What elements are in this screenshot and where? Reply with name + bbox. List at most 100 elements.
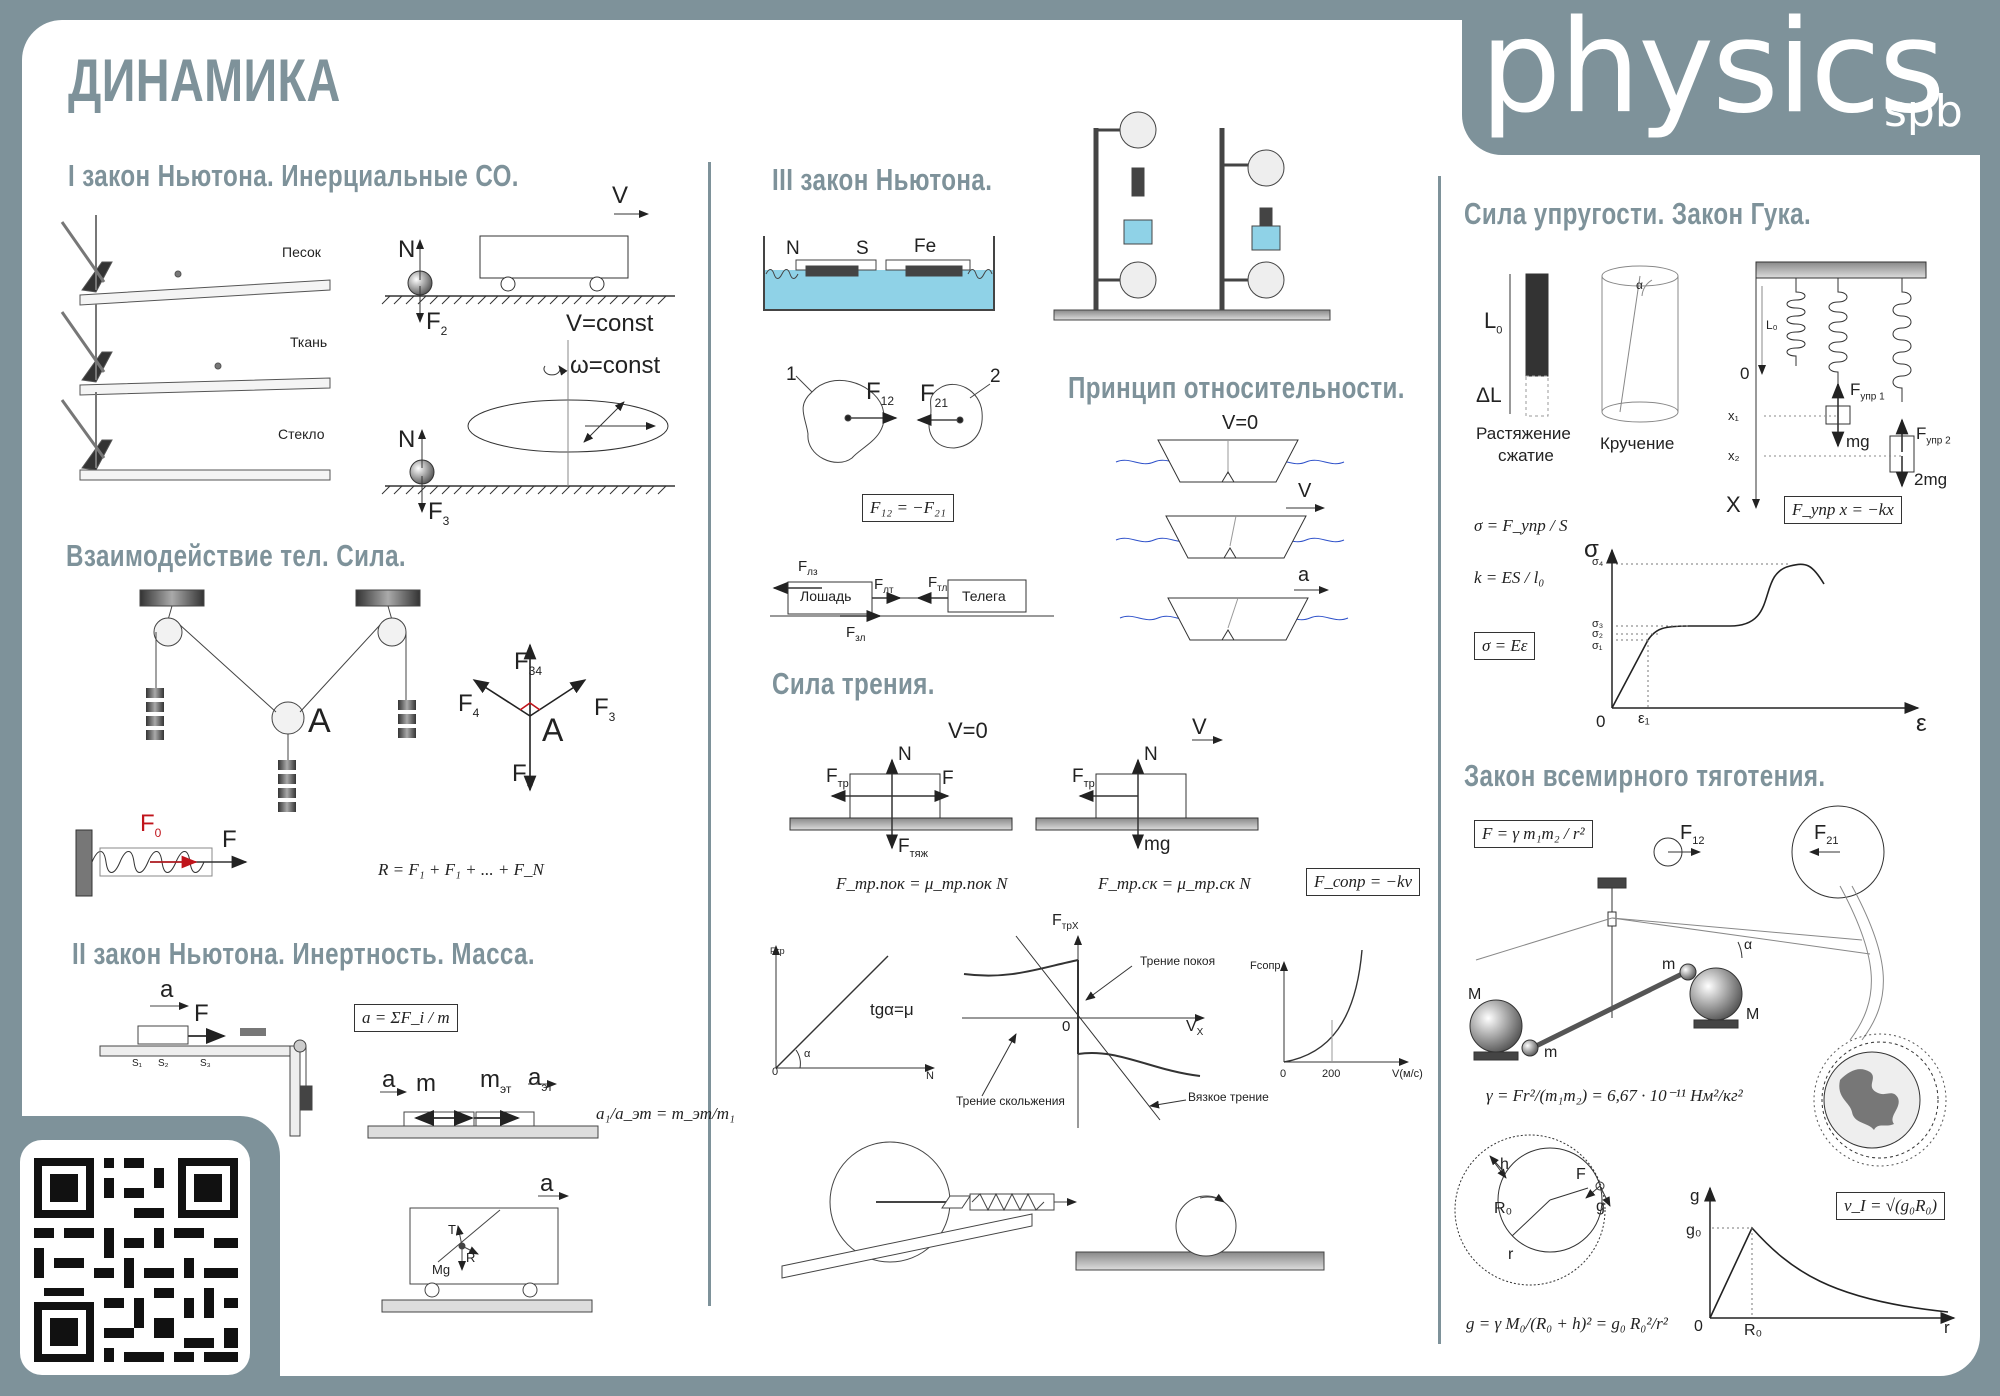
orbit-g-label: g <box>1596 1198 1605 1215</box>
section-title-newton2: II закон Ньютона. Инертность. Масса. <box>72 936 535 971</box>
epsilon-axis-label: ε <box>1916 710 1927 737</box>
newton2-box <box>381 1192 593 1313</box>
v-const-label: V=const <box>566 310 654 337</box>
graph3-200-label: 200 <box>1322 1068 1341 1080</box>
orbit-force-label: F <box>1576 1166 1586 1183</box>
friction-mg-label: mg <box>1144 834 1171 855</box>
normal-force-label-2: N <box>398 426 416 453</box>
column-divider-2 <box>1438 176 1441 1344</box>
elastic-bar <box>1509 273 1549 417</box>
force-fzl-label: Fзл <box>846 624 866 644</box>
friction-graph-3 <box>1280 949 1409 1066</box>
distance-s2: S₂ <box>158 1058 169 1069</box>
two-bodies <box>795 375 991 463</box>
friction-v0-label: V=0 <box>948 718 988 743</box>
column-divider-1 <box>708 162 711 1306</box>
gravity-g-graph <box>1704 1186 1956 1324</box>
newton3-formula: F₁₂ = −F₂₁ <box>862 494 954 522</box>
friction-ftr1-label: Fтр <box>826 766 849 790</box>
force-f21-label: F21 <box>920 380 949 410</box>
sigma4-label: σ₄ <box>1592 556 1604 568</box>
newton2-formula: a = ΣF_i / m <box>354 1004 458 1032</box>
stress-graph-origin: 0 <box>1596 712 1606 731</box>
orbit-circle <box>1454 1134 1611 1286</box>
graph2-x-label: VX <box>1186 1018 1204 1039</box>
friction-f-label: F <box>942 768 954 789</box>
point-a-label-force: A <box>542 712 564 748</box>
force-f5-label: F5 <box>512 760 534 790</box>
length-l0-label: L0 <box>1484 308 1503 337</box>
graph3-y-label: Fсопр <box>1250 960 1281 972</box>
horse-cart <box>770 579 1054 622</box>
section-title-gravity: Закон всемирного тяготения. <box>1464 758 1826 793</box>
spring-wall <box>75 829 248 897</box>
cavendish-alpha: α <box>1744 936 1753 952</box>
earth-globe <box>1813 1033 1947 1167</box>
x1-label: x₁ <box>1728 408 1739 423</box>
reaction-label: R <box>466 1250 476 1265</box>
force-label-1: F2 <box>426 308 448 338</box>
etalon-mass-label: mэт <box>480 1066 512 1096</box>
small-mass-label-2: m <box>1544 1044 1558 1061</box>
inclined-ramps <box>60 215 331 481</box>
fupr1-label: Fупр 1 <box>1850 380 1885 403</box>
section-title-newton3: III закон Ньютона. <box>772 162 993 197</box>
relativity-a-label: a <box>1298 564 1310 586</box>
stress-formula: σ = F_упр / S <box>1474 516 1568 535</box>
cart-label: Телега <box>962 588 1006 604</box>
iron-label: Fe <box>914 236 937 257</box>
g0-label: g₀ <box>1686 1222 1702 1239</box>
first-cosmic-velocity-formula: v_I = √(g₀R₀) <box>1836 1192 1946 1220</box>
friction-blocks <box>789 736 1259 850</box>
tan-mu-label: tgα=μ <box>870 1000 914 1019</box>
static-friction-formula: F_тр.пок = μ_тр.пок N <box>836 874 1008 893</box>
epsilon1-label: ε₁ <box>1638 710 1650 727</box>
force-f3-label: F3 <box>594 694 616 724</box>
stress-strain-graph <box>1606 548 1920 714</box>
r-axis-label: r <box>1944 1318 1950 1337</box>
graph1-y-label: Fтр <box>770 946 785 956</box>
surface-label-sand: Песок <box>282 244 321 260</box>
springs-hanging <box>1752 261 1927 509</box>
cavendish-balance <box>1469 877 1871 1061</box>
delta-l-label: ΔL <box>1476 384 1502 407</box>
w-const-label: ω=const <box>570 352 661 379</box>
page-title: ДИНАМИКА <box>68 47 341 114</box>
sigma2-label: σ₂ <box>1592 628 1604 640</box>
body-1-label: 1 <box>786 364 797 385</box>
ramp-cloth <box>60 304 331 396</box>
sigma-e-formula: σ = Eε <box>1474 632 1536 660</box>
newton2-track <box>99 1002 313 1137</box>
force-label-2: F3 <box>428 498 450 528</box>
x2-label: x₂ <box>1728 448 1740 463</box>
mass-ratio-formula: a₁/a_эт = m_эт/m₁ <box>596 1104 735 1123</box>
force-f0-label: F0 <box>140 810 162 840</box>
force-f12-label: F12 <box>866 378 895 408</box>
relativity-v0-label: V=0 <box>1222 412 1259 434</box>
body-2-label: 2 <box>990 366 1001 387</box>
ball-cart-scene <box>381 210 675 513</box>
height-h-label: h <box>1500 1156 1509 1173</box>
fupr2-label: Fупр 2 <box>1916 424 1951 447</box>
point-a-label-pulley: A <box>308 702 331 740</box>
gravity-f21-label: F21 <box>1814 822 1839 847</box>
2mg-label: 2mg <box>1914 470 1948 489</box>
acceleration-label-1: a <box>160 976 174 1003</box>
stretch-label: Растяжение <box>1476 424 1571 443</box>
etalon-accel-label: aэт <box>528 1064 553 1094</box>
ramp-glass <box>60 392 331 481</box>
gravity-f12-label: F12 <box>1680 822 1705 847</box>
normal-force-label-1: N <box>398 236 416 263</box>
compress-label: сжатие <box>1498 446 1554 465</box>
section-title-interaction: Взаимодействие тел. Сила. <box>66 538 407 573</box>
distance-s3: S₃ <box>200 1058 211 1069</box>
x-axis-label: X <box>1726 492 1741 517</box>
graph1-origin: 0 <box>772 1066 779 1078</box>
hooke-formula: F_упр x = −kx <box>1784 496 1902 524</box>
sliding-friction-label: Трение скольжения <box>956 1094 1065 1108</box>
friction-graph-1 <box>772 945 935 1072</box>
graph3-origin: 0 <box>1280 1068 1287 1080</box>
force-label-n2: F <box>194 1000 209 1027</box>
graph1-x-label: N <box>926 1070 934 1082</box>
newton2-carts <box>367 1080 599 1139</box>
